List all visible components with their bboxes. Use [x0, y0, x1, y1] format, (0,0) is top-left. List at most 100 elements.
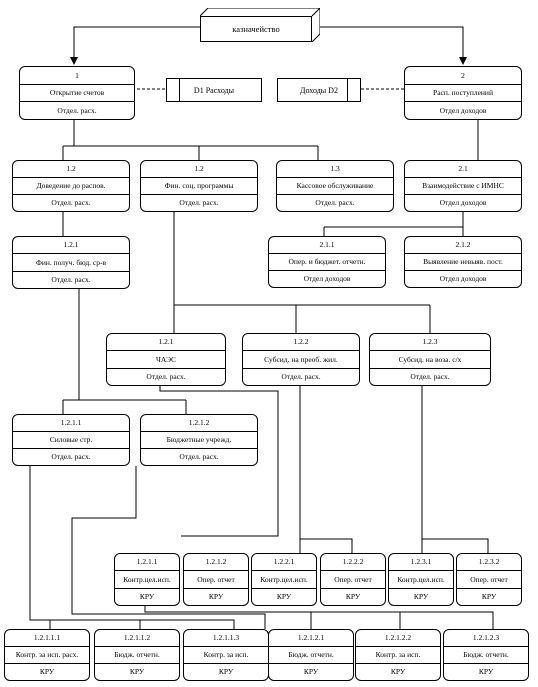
process-name: Субсид. на преоб. жил.	[243, 350, 359, 367]
process-actor: Отдел. расх.	[107, 367, 225, 385]
link-chaes-down	[159, 386, 279, 537]
process-number: 1.2.3.1	[410, 557, 432, 567]
process-1-2-1-chaes[interactable]: 1.2.1 ЧАЭС Отдел. расх.	[106, 333, 226, 386]
process-name: Контр. за исп.	[184, 646, 268, 663]
process-name: Опер. отчет	[457, 570, 521, 587]
process-2[interactable]: 2 Расп. поступлений Отдел доходов	[404, 66, 522, 120]
link-q-row-to-r-row	[144, 606, 494, 629]
process-name: Силовые стр.	[13, 431, 129, 448]
process-number: 1.2.1	[63, 240, 79, 250]
process-number: 1.2.1.2.2	[384, 633, 412, 643]
process-name: Бюджетные учрежд.	[141, 431, 257, 448]
process-name: Контр.цел.исп.	[252, 570, 316, 587]
process-q-1-2-1-1[interactable]: 1.2.1.1 Контр.цел.исп. КРУ	[114, 553, 180, 606]
process-number: 1.2.3.2	[478, 557, 500, 567]
process-actor: Отдел доходов	[405, 270, 521, 287]
process-1-2-2[interactable]: 1.2.2 Субсид. на преоб. жил. Отдел. расх…	[242, 333, 360, 386]
process-name: Расп. поступлений	[405, 83, 521, 102]
process-actor: КРУ	[269, 663, 353, 680]
process-number: 1.2.1.2	[188, 418, 210, 428]
link-1-2-1-2-down	[71, 466, 266, 629]
process-r-1-2-1-2-1[interactable]: 1.2.1.2.1 Бюдж. отчетн. КРУ	[268, 629, 354, 681]
process-r-1-2-1-1-1[interactable]: 1.2.1.1.1 Контр. за исп. расх. КРУ	[4, 629, 90, 681]
store-d2-label: Доходы D2	[300, 85, 338, 95]
process-q-1-2-2-2[interactable]: 1.2.2.2 Опер. отчет КРУ	[320, 553, 386, 606]
process-actor: КРУ	[184, 663, 268, 680]
process-actor: Отдел. расх.	[13, 194, 129, 211]
process-r-1-2-1-1-2[interactable]: 1.2.1.1.2 Бюдж. отчетн. КРУ	[94, 629, 180, 681]
process-number: 2.1.2	[455, 240, 471, 250]
process-number: 1.2.1.2	[205, 557, 227, 567]
process-q-1-2-3-2[interactable]: 1.2.3.2 Опер. отчет КРУ	[456, 553, 522, 606]
process-actor: Отдел. расх.	[243, 367, 359, 385]
process-actor: КРУ	[356, 663, 440, 680]
process-number: 1.2.2.1	[273, 557, 295, 567]
process-actor: КРУ	[252, 587, 316, 605]
process-actor: Отдел. расх.	[13, 448, 129, 465]
process-name: Опер. отчет	[321, 570, 385, 587]
process-name: Бюдж. отчетн.	[95, 646, 179, 663]
store-d1-label: D1 Расходы	[193, 85, 235, 95]
process-actor: Отдел. расх.	[141, 448, 257, 465]
link-1-2b-children	[173, 212, 431, 333]
process-name: Контр.цел.исп.	[389, 570, 453, 587]
process-1[interactable]: 1 Открытие счетов Отдел. расх.	[19, 66, 135, 120]
process-r-1-2-1-1-3[interactable]: 1.2.1.1.3 Контр. за исп. КРУ	[183, 629, 269, 681]
process-1-2-social[interactable]: 1.2 Фин. соц. программы Отдел. расх.	[140, 160, 258, 212]
process-q-1-2-1-2[interactable]: 1.2.1.2 Опер. отчет КРУ	[183, 553, 249, 606]
process-number: 1.2.3	[422, 337, 438, 347]
process-actor: Отдел. расх.	[277, 194, 393, 211]
process-1-2-1-2[interactable]: 1.2.1.2 Бюджетные учрежд. Отдел. расх.	[140, 414, 258, 466]
store-d1-expenses: D1 Расходы	[166, 78, 262, 102]
link-1-2-1a-children	[62, 289, 187, 414]
process-number: 1.2.1.1.2	[123, 633, 151, 643]
process-number: 2.1.1	[319, 240, 335, 250]
process-name: Кассовое обслуживание	[277, 177, 393, 194]
process-actor: КРУ	[457, 587, 521, 605]
process-actor: КРУ	[184, 587, 248, 605]
process-name: Контр. за исп. расх.	[5, 646, 89, 663]
process-actor: Отдел доходов	[405, 101, 521, 119]
external-entity-label: казначейство	[200, 16, 312, 42]
process-number: 1.2.1.1.1	[33, 633, 61, 643]
process-actor: Отдел. расх.	[141, 194, 257, 211]
process-actor: Отдел. расх.	[370, 367, 490, 385]
external-entity-treasury: казначейство	[200, 8, 320, 42]
process-number: 1.2.1.1.3	[212, 633, 240, 643]
process-q-1-2-3-1[interactable]: 1.2.3.1 Контр.цел.исп. КРУ	[388, 553, 454, 606]
process-actor: КРУ	[95, 663, 179, 680]
process-actor: КРУ	[389, 587, 453, 605]
process-2-1-2[interactable]: 2.1.2 Выявление невыяв. пост. Отдел дохо…	[404, 236, 522, 288]
process-actor: Отдел доходов	[405, 194, 521, 211]
process-name: Взаимодействие с ИМНС	[405, 177, 521, 194]
process-number: 2.1	[458, 164, 468, 174]
process-r-1-2-1-2-2[interactable]: 1.2.1.2.2 Контр. за исп. КРУ	[355, 629, 441, 681]
process-1-2[interactable]: 1.2 Доведение до распов. Отдел. расх.	[12, 160, 130, 212]
process-number: 1.2.1	[158, 337, 174, 347]
process-actor: КРУ	[115, 587, 179, 605]
process-number: 1.3	[330, 164, 340, 174]
process-name: Доведение до распов.	[13, 177, 129, 194]
process-name: Опер. отчет	[184, 570, 248, 587]
process-actor: КРУ	[321, 587, 385, 605]
process-actor: Отдел доходов	[269, 270, 385, 287]
process-2-1[interactable]: 2.1 Взаимодействие с ИМНС Отдел доходов	[404, 160, 522, 212]
process-1-3[interactable]: 1.3 Кассовое обслуживание Отдел. расх.	[276, 160, 394, 212]
process-number: 1.2	[194, 164, 204, 174]
process-1-2-1-1[interactable]: 1.2.1.1 Силовые стр. Отдел. расх.	[12, 414, 130, 466]
process-1-2-3[interactable]: 1.2.3 Субсид. на воза. с/х Отдел. расх.	[369, 333, 491, 386]
process-name: Бюдж. отчетн.	[444, 646, 528, 663]
process-q-1-2-2-1[interactable]: 1.2.2.1 Контр.цел.исп. КРУ	[251, 553, 317, 606]
process-actor: КРУ	[5, 663, 89, 680]
store-d1-divider	[179, 79, 180, 101]
process-1-2-1-finance[interactable]: 1.2.1 Фин. получ. бюд. ср-в Отдел. расх.	[12, 236, 130, 289]
process-actor: Отдел. расх.	[20, 101, 134, 119]
process-number: 1.2.2.2	[342, 557, 364, 567]
process-r-1-2-1-2-3[interactable]: 1.2.1.2.3 Бюдж. отчетн. КРУ	[443, 629, 529, 681]
link-1-2-3-down	[421, 386, 489, 553]
process-2-1-1[interactable]: 2.1.1 Опер. и бюджет. отчетн. Отдел дохо…	[268, 236, 386, 288]
process-number: 2	[461, 70, 465, 80]
process-number: 1.2.2	[293, 337, 309, 347]
process-name: Субсид. на воза. с/х	[370, 350, 490, 367]
